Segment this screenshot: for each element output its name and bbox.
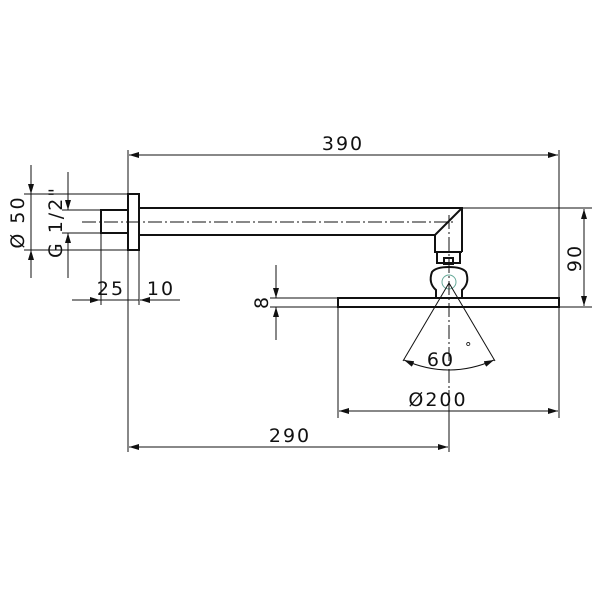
dimension-thread: G 1/2" <box>45 186 67 258</box>
dimension-head-diameter: Ø200 <box>408 389 467 411</box>
dimension-drop-height: 90 <box>564 244 586 272</box>
arm-tube <box>139 207 463 253</box>
dimension-nipple-length: 25 <box>97 278 125 300</box>
dimension-overall-length: 390 <box>322 133 364 155</box>
dimension-flange-diameter: Ø 50 <box>7 195 29 248</box>
dimension-head-thickness: 8 <box>251 295 273 309</box>
degree-symbol: ° <box>465 341 474 356</box>
dimension-spray-angle: 60 <box>427 349 455 371</box>
extension-lines <box>24 150 592 452</box>
spray-angle-indicator <box>402 282 496 371</box>
dimension-flange-thickness: 10 <box>147 278 175 300</box>
dimension-arm-projection: 290 <box>269 425 311 447</box>
